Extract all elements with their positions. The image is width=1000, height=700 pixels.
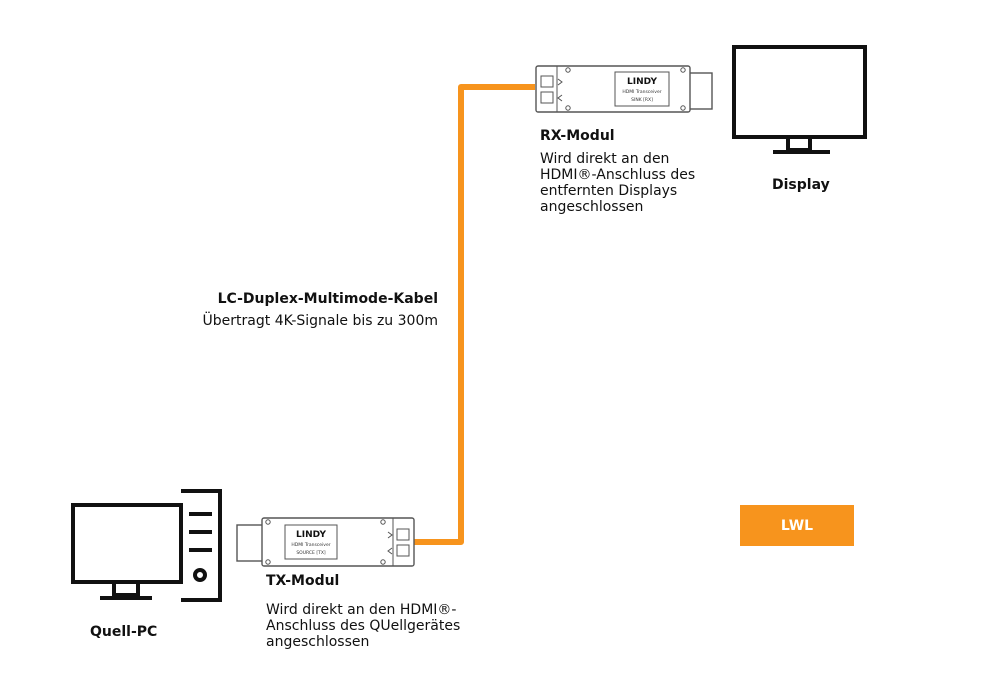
rx-screw-icon [680, 105, 686, 111]
rx-screw-icon [680, 67, 686, 73]
rx-description-line: entfernten Displays [540, 183, 678, 199]
source-pc-label: Quell-PC [90, 624, 158, 640]
rx-description-line: Wird direkt an den [540, 151, 670, 167]
rx-screw-icon [565, 105, 571, 111]
rx-lc-port [540, 75, 554, 88]
rx-description-line: HDMI®-Anschluss des [540, 167, 696, 183]
rx-brand-logo: LINDY [627, 77, 657, 87]
rx-mode-label: SINK [RX] [631, 97, 653, 103]
tx-lc-port [396, 544, 410, 557]
rx-screw-icon [565, 67, 571, 73]
monitor-icon [732, 45, 867, 154]
tx-screw-icon [265, 559, 271, 565]
tx-product-line: HDMI Transceiver [291, 542, 330, 548]
lwl-badge-bg [740, 505, 854, 546]
tx-module-description: Wird direkt an den HDMI®- Anschluss des … [266, 602, 460, 650]
cable-title: LC-Duplex-Multimode-Kabel [217, 291, 438, 307]
tx-description-line: Wird direkt an den HDMI®- [266, 602, 457, 618]
rx-product-line: HDMI Transceiver [622, 89, 661, 95]
tx-module-device: LINDY HDMI Transceiver SOURCE [TX] [236, 517, 415, 567]
rx-label-plate [614, 71, 670, 107]
display-label: Display [772, 177, 830, 193]
tx-screw-icon [265, 519, 271, 525]
tx-description-line: angeschlossen [266, 634, 370, 650]
tx-description-line: Anschluss des QUellgerätes [266, 618, 461, 634]
rx-description-line: angeschlossen [540, 199, 644, 215]
tx-mode-label: SOURCE [TX] [296, 550, 326, 556]
tx-brand-logo: LINDY [296, 530, 326, 540]
rx-module-device: LINDY HDMI Transceiver SINK [RX] [535, 65, 713, 113]
tx-lc-port [396, 528, 410, 541]
fiber-cable [412, 84, 535, 545]
rx-module-title: RX-Modul [540, 128, 615, 144]
cable-description: Übertragt 4K-Signale bis zu 300m [202, 313, 438, 329]
tx-module-title: TX-Modul [266, 573, 340, 589]
rx-lc-port [540, 91, 554, 104]
tx-screw-icon [380, 559, 386, 565]
tx-label-plate [284, 524, 338, 560]
desktop-pc-icon [71, 489, 222, 602]
lwl-badge: LWL [780, 517, 814, 534]
rx-module-description: Wird direkt an den HDMI®-Anschluss des e… [540, 151, 695, 215]
tx-screw-icon [380, 519, 386, 525]
